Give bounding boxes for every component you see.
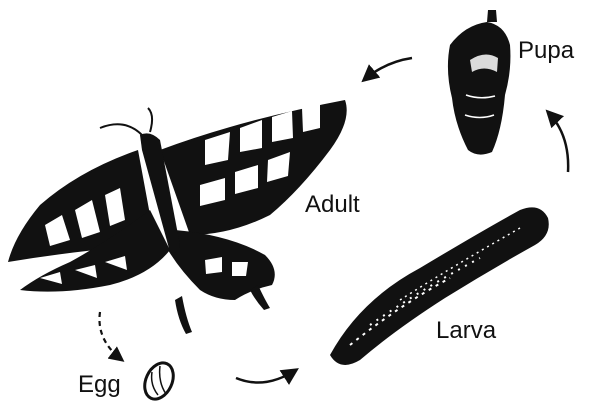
arrow-pupa-to-adult	[364, 58, 412, 80]
egg-illustration	[139, 358, 179, 401]
label-adult: Adult	[305, 191, 360, 218]
label-egg: Egg	[78, 371, 121, 398]
label-larva: Larva	[436, 317, 497, 344]
arrow-adult-to-egg	[99, 312, 122, 360]
arrow-egg-to-larva	[236, 370, 296, 383]
arrow-larva-to-pupa	[548, 112, 568, 172]
pupa-illustration	[448, 10, 511, 155]
butterfly-illustration	[8, 100, 347, 334]
label-pupa: Pupa	[518, 37, 575, 64]
